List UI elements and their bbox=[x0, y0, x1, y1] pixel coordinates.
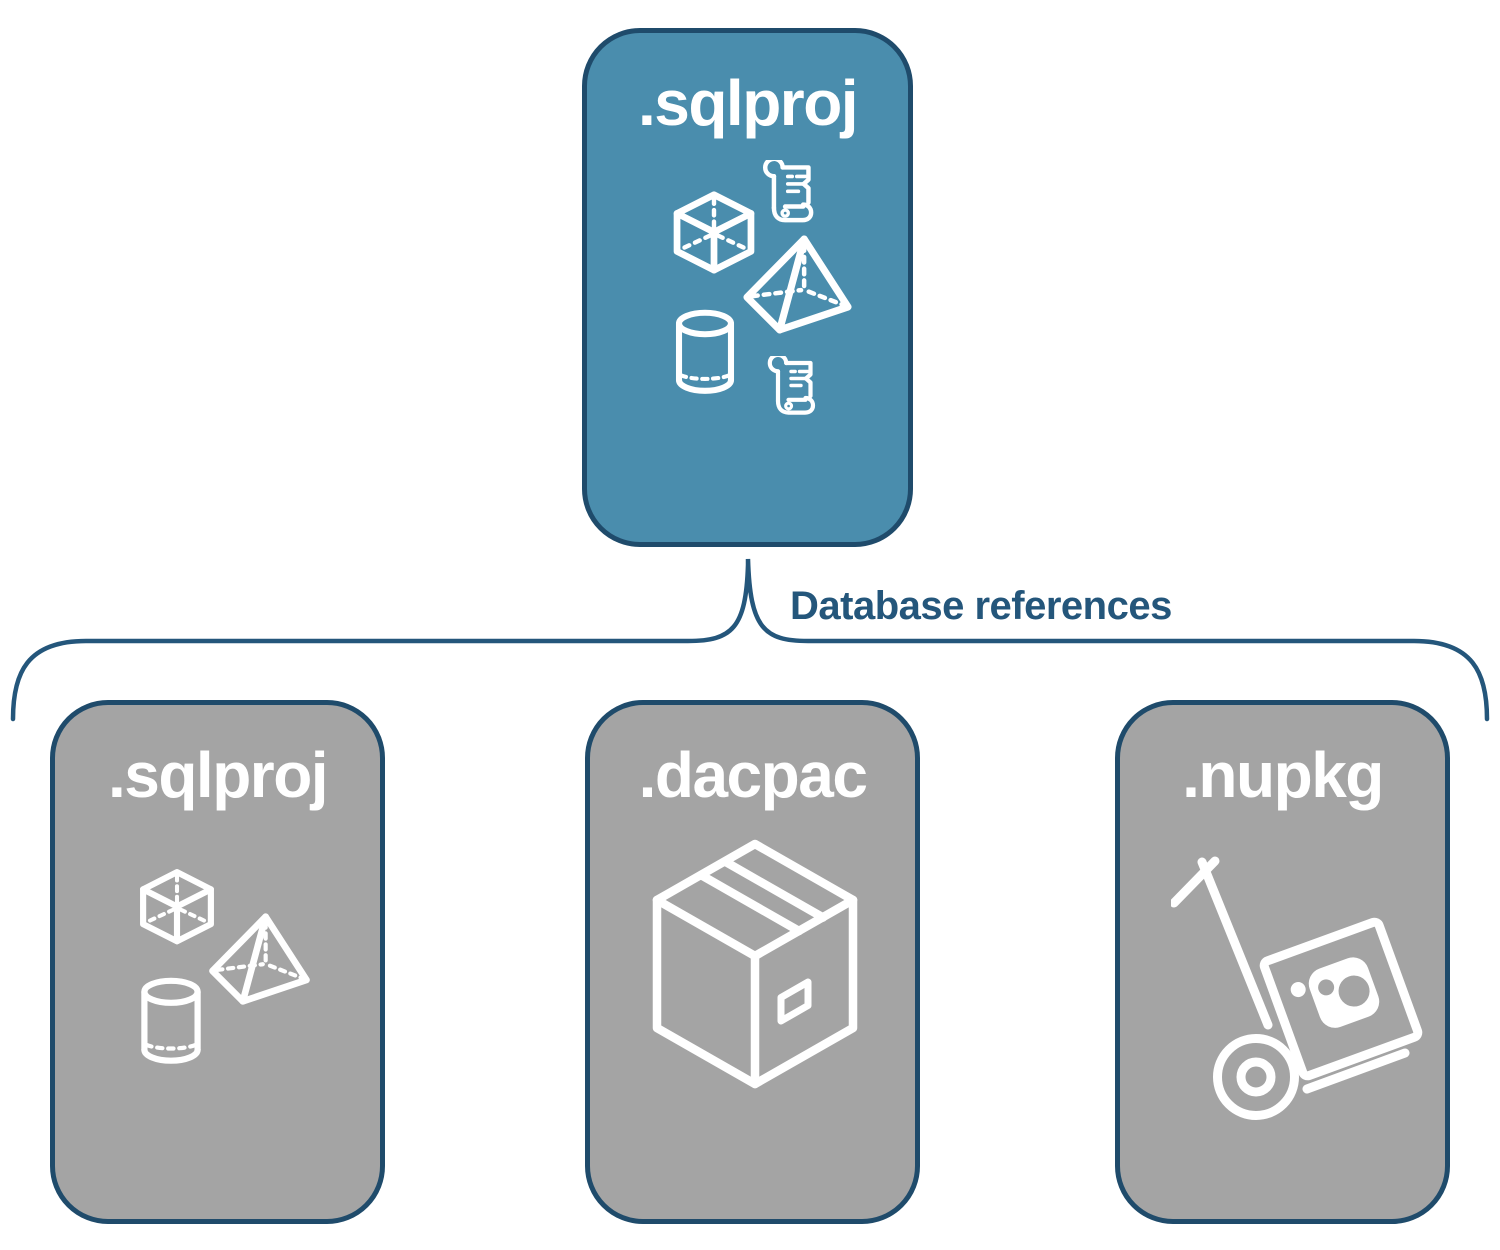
package-box-icon bbox=[635, 838, 875, 1118]
cylinder-icon bbox=[137, 977, 205, 1065]
child-card-icons bbox=[55, 705, 380, 1219]
nuget-hand-truck-icon bbox=[1171, 856, 1426, 1124]
child-card-title: .nupkg bbox=[1182, 739, 1384, 811]
child-card-icons bbox=[1120, 705, 1445, 1219]
root-card-icons bbox=[587, 33, 908, 542]
child-card-dacpac: .dacpac bbox=[585, 700, 920, 1224]
pyramid-icon bbox=[206, 912, 312, 1007]
scroll-icon bbox=[763, 356, 827, 420]
cylinder-icon bbox=[672, 309, 738, 395]
child-card-title: .sqlproj bbox=[107, 739, 329, 811]
child-card-icons bbox=[590, 705, 915, 1219]
pyramid-icon bbox=[740, 234, 854, 336]
root-card-sqlproj: .sqlproj bbox=[582, 28, 913, 547]
root-card-title: .sqlproj bbox=[637, 67, 859, 139]
database-references-label: Database references bbox=[790, 584, 1172, 628]
child-card-nupkg: .nupkg bbox=[1115, 700, 1450, 1224]
scroll-icon bbox=[758, 160, 826, 228]
child-card-title: .dacpac bbox=[638, 739, 868, 811]
child-card-sqlproj: .sqlproj bbox=[50, 700, 385, 1224]
